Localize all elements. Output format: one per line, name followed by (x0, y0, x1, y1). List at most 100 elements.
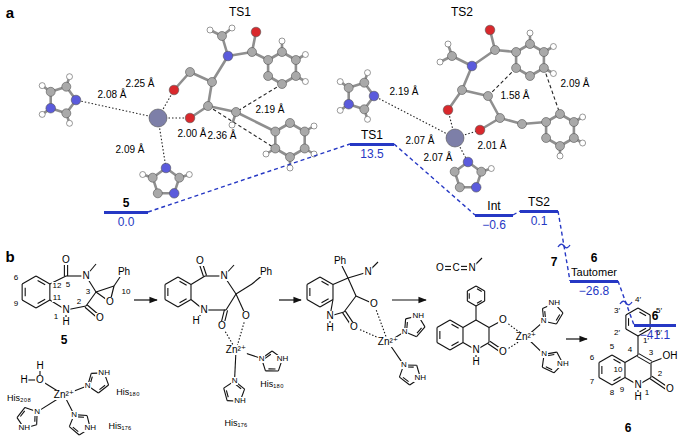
transition-state-model (39, 25, 317, 198)
atom-ball (556, 110, 565, 119)
structure-label: 2.36 Å (207, 131, 238, 141)
structure-label: O (498, 315, 508, 325)
bond-line (436, 328, 437, 343)
bond-line (462, 328, 463, 343)
bond-line (628, 318, 629, 326)
atom-number: 4′ (634, 296, 642, 304)
structure-label: O (498, 347, 508, 357)
bond-line (180, 299, 187, 303)
energy-value: −41.1 (640, 328, 670, 342)
bond-line (265, 370, 278, 371)
bond-line (36, 276, 50, 284)
bond-line (437, 343, 450, 351)
atom-ball (556, 142, 565, 151)
bond-line (322, 299, 329, 303)
bond-line (598, 363, 599, 378)
atom-ball (39, 83, 45, 89)
compound-label: 6 (624, 422, 633, 434)
structure-label: N (325, 311, 334, 321)
structure-label: O (349, 322, 359, 332)
atom-number: NH (276, 355, 290, 363)
bond-line (452, 342, 459, 346)
compound-label: a (5, 5, 15, 20)
structure-label: O (435, 263, 445, 273)
atom-number: 6 (589, 354, 595, 362)
atom-ball (557, 153, 563, 159)
atom-ball (232, 108, 241, 117)
atom-ball (526, 72, 535, 81)
atom-ball (278, 80, 287, 89)
atom-ball (527, 30, 533, 36)
atom-ball (369, 91, 379, 101)
atom-ball (311, 123, 317, 129)
energy-value: −0.6 (482, 218, 506, 232)
atom-number: 1 (644, 389, 650, 397)
atom-number: 5 (609, 343, 615, 351)
atom-ball (360, 78, 369, 87)
bond-line (332, 285, 333, 300)
energy-bar (634, 324, 676, 327)
structure-label: His₁₈₀ (259, 380, 285, 389)
bond-line (69, 427, 79, 435)
bond-line (452, 324, 459, 328)
bond-line (475, 306, 476, 320)
atom-ball (207, 27, 213, 33)
atom-ball (271, 127, 280, 136)
structure-label: H (61, 317, 70, 327)
bond-line (484, 291, 485, 301)
structure-label: N (633, 380, 642, 390)
structure-label: 2.19 Å (389, 87, 420, 97)
structure-label: O (35, 375, 45, 385)
atom-ball (569, 118, 578, 127)
bond-line (38, 280, 46, 284)
atom-ball (169, 85, 179, 95)
bond-line (467, 301, 476, 306)
bond-line (556, 313, 563, 324)
structure-label: O (665, 384, 675, 394)
atom-ball (286, 153, 295, 162)
structure-label: H (633, 392, 642, 402)
atom-ball (302, 79, 308, 85)
bond-line (268, 368, 275, 369)
atom-ball (526, 40, 535, 49)
bond-line (450, 320, 463, 328)
transition-state-model (337, 25, 585, 192)
atom-ball (455, 183, 464, 192)
structure-label: O (369, 299, 379, 309)
structure-label: N (61, 305, 70, 315)
atom-ball (291, 72, 300, 81)
bond-line (348, 278, 356, 296)
bond-line (463, 320, 476, 328)
atom-number: NH (556, 360, 570, 368)
bond-line (625, 315, 626, 329)
atom-number: 1 (53, 313, 59, 321)
structure-label: N (467, 263, 476, 273)
atom-number: N (540, 350, 548, 358)
compound-label: 7 (550, 256, 559, 268)
structure-label: N (363, 267, 372, 277)
atom-ball (208, 78, 217, 87)
bond-line (461, 269, 467, 270)
atom-ball (445, 41, 451, 47)
atom-ball (512, 48, 521, 57)
bond-line (546, 367, 552, 370)
energy-value: 13.5 (360, 147, 383, 161)
bond-line (467, 291, 468, 301)
forming-bond (544, 68, 560, 114)
bond-line (450, 343, 463, 351)
atom-ball (491, 46, 500, 55)
atom-ball (279, 38, 285, 44)
bond-line (612, 355, 625, 363)
atom-ball (229, 25, 235, 31)
atom-number: 2 (657, 370, 663, 378)
atom-number: 2′ (613, 329, 621, 337)
bond-line (624, 363, 625, 378)
atom-number: N (400, 361, 408, 369)
atom-ball (264, 72, 273, 81)
bond-line (601, 366, 602, 374)
mechanism-scheme (17, 258, 669, 435)
atom-ball (488, 166, 494, 172)
atom-number: 8 (609, 389, 615, 397)
energy-value: 0.1 (531, 214, 548, 228)
atom-ball (248, 48, 257, 57)
